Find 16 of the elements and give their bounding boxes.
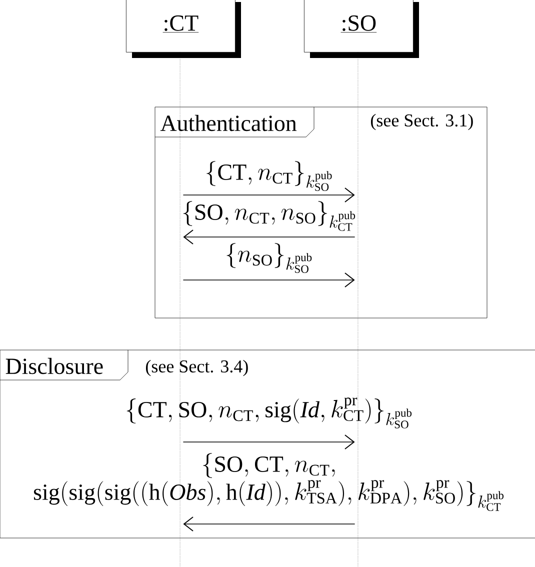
message-arrow — [183, 516, 356, 532]
message-arrow — [182, 188, 355, 202]
message-label: $\{\mathrm{CT}, n_{\mathrm{CT}}\}_{k_{\mathrm{SO}}^{\mathrm{pub}}}$ — [206, 161, 332, 191]
frame-tab: Disclosure — [0, 350, 128, 380]
frame-tab: Authentication — [154, 106, 314, 138]
message-label: $\{\mathrm{SO}, \mathrm{CT}, n_{\mathrm{CT}}, \allowbreak \mathrm{sig}(\mathrm{sig}(\mathrm{sig}((\mathrm{h}(\mathit{Obs}), \mathrm{h}(\mathit{Id})), k_{\mathrm{TSA}}^{\mathrm{pr}}), k_{\mathrm{DPA}}^{\mathrm{pr}}), k_{\mathrm{SO}}^{\mathrm{pr}})\}_{k_{\mathrm{CT}}^{\mathrm{pub}}}$ — [34, 453, 504, 511]
message-arrow — [182, 434, 355, 450]
message-arrow — [183, 230, 356, 244]
section-reference: (see Sect. 3.1) — [371, 114, 473, 130]
object-box: :CT — [126, 0, 241, 58]
message-label: $\{\mathrm{CT}, \mathrm{SO}, n_{\mathrm{CT}}, \mathrm{sig}(\mathit{Id}, k_{\mathrm{CT}}^{\mathrm{pr}})\}_{k_{\mathrm{SO}}^{\mathrm{pub}}}$ — [126, 398, 412, 428]
message-arrow — [182, 272, 355, 288]
object-box: :SO — [304, 0, 419, 58]
section-reference: (see Sect. 3.4) — [146, 360, 248, 376]
message-label: $\{\mathrm{SO}, n_{\mathrm{CT}}, n_{\mathrm{SO}}\}_{k_{\mathrm{CT}}^{\mathrm{pub}}}$ — [183, 201, 356, 231]
message-label: $\{n_{\mathrm{SO}}\}_{k_{\mathrm{SO}}^{\mathrm{pub}}}$ — [226, 243, 312, 273]
